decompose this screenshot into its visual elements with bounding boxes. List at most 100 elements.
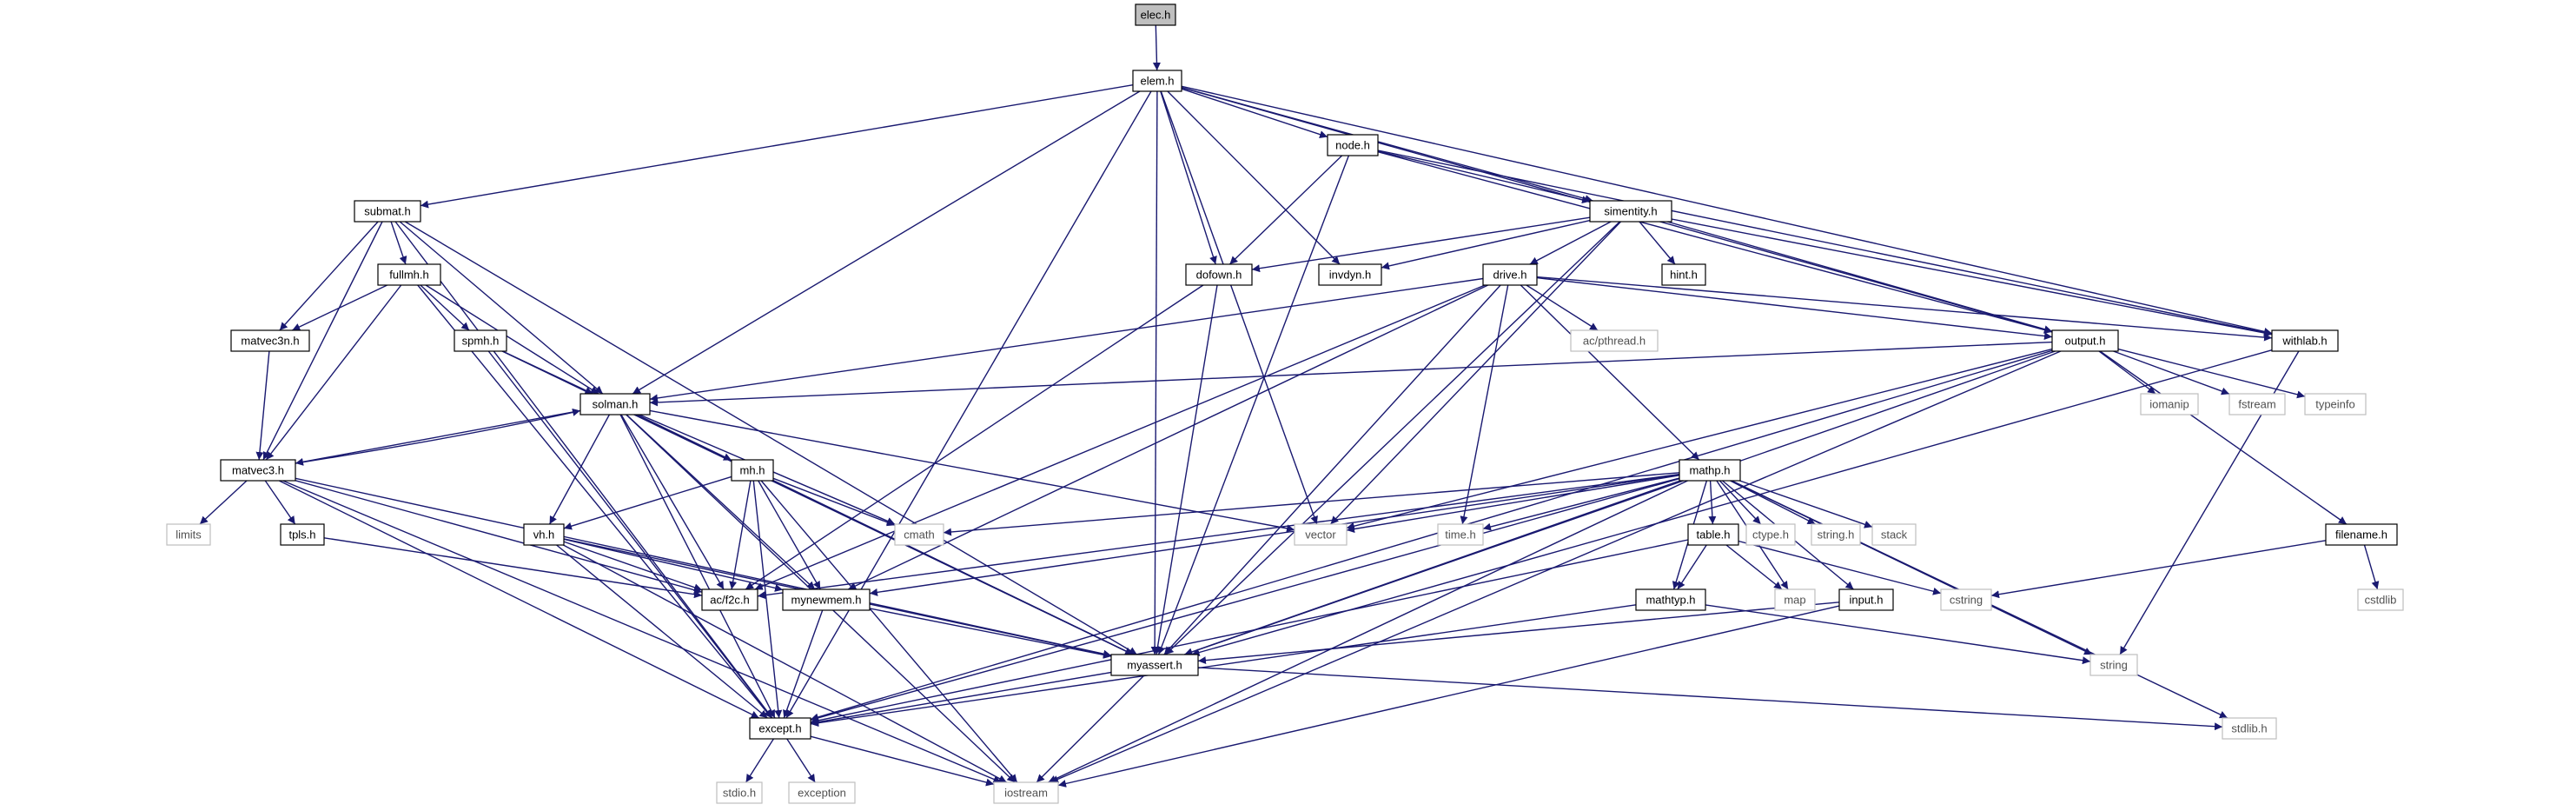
node-spmh[interactable]: spmh.h	[454, 329, 507, 352]
node-mathtyp[interactable]: mathtyp.h	[1635, 588, 1706, 611]
edge-except-to-exception	[786, 738, 816, 783]
node-box-matvec3n	[230, 329, 310, 352]
edge-output-to-solman	[649, 341, 2053, 407]
node-box-pthread	[1570, 329, 1659, 352]
node-mh[interactable]: mh.h	[731, 459, 774, 482]
edge-filename-to-cstdlib	[2363, 544, 2380, 590]
edge-tpls-to-f2c	[323, 537, 703, 599]
node-mynewmem[interactable]: mynewmem.h	[782, 588, 871, 611]
edge-except-to-stdio	[745, 738, 774, 783]
node-node[interactable]: node.h	[1327, 134, 1379, 156]
node-stdlib: stdlib.h	[2222, 717, 2277, 740]
node-matvec3n[interactable]: matvec3n.h	[230, 329, 310, 352]
edge-simentity-to-vector	[1329, 221, 1622, 525]
node-iostream: iostream	[993, 781, 1059, 804]
node-filename[interactable]: filename.h	[2325, 523, 2398, 546]
node-box-except	[749, 717, 811, 740]
node-label-invdyn: invdyn.h	[1329, 269, 1371, 282]
node-label-mynewmem: mynewmem.h	[791, 594, 862, 607]
node-except[interactable]: except.h	[749, 717, 811, 740]
node-box-stringh	[1811, 523, 1861, 546]
node-box-simentity	[1589, 200, 1672, 223]
node-label-cstdlib: cstdlib	[2365, 594, 2397, 607]
node-box-iomanip	[2140, 393, 2199, 415]
node-box-vector	[1294, 523, 1348, 546]
node-box-elem	[1132, 70, 1182, 92]
node-simentity[interactable]: simentity.h	[1589, 200, 1672, 223]
node-mathp[interactable]: mathp.h	[1679, 459, 1741, 482]
edge-node-to-dofown	[1228, 155, 1343, 265]
node-submat[interactable]: submat.h	[354, 200, 421, 223]
node-dofown[interactable]: dofown.h	[1185, 263, 1253, 286]
node-label-elem: elem.h	[1140, 75, 1174, 88]
node-elec[interactable]: elec.h	[1135, 3, 1176, 26]
edge-output-to-iomanip	[2098, 350, 2156, 395]
node-input[interactable]: input.h	[1838, 588, 1894, 611]
edge-drive-to-myassert	[1163, 284, 1501, 655]
edge-withlab-to-string	[2119, 350, 2300, 655]
node-box-ctype	[1745, 523, 1796, 546]
edge-submat-to-matvec3	[262, 221, 383, 461]
node-label-vector: vector	[1305, 528, 1336, 542]
node-pthread: ac/pthread.h	[1570, 329, 1659, 352]
node-box-hint	[1661, 263, 1706, 286]
node-fullmh[interactable]: fullmh.h	[377, 263, 441, 286]
node-label-exception: exception	[798, 787, 846, 800]
node-box-filename	[2325, 523, 2398, 546]
edge-matvec3-to-limits	[199, 480, 248, 525]
node-output[interactable]: output.h	[2051, 329, 2119, 352]
node-label-stack: stack	[1881, 528, 1908, 542]
edge-mathp-to-f2c	[757, 473, 1680, 600]
edge-simentity-to-withlab	[1671, 218, 2273, 337]
node-cstring: cstring	[1940, 588, 1992, 611]
edge-dofown-to-myassert	[1154, 284, 1218, 655]
edge-mathp-to-ctype	[1718, 480, 1762, 525]
edge-mathp-to-timeh	[1482, 477, 1680, 531]
node-matvec3[interactable]: matvec3.h	[220, 459, 296, 482]
node-stack: stack	[1871, 523, 1917, 546]
node-box-drive	[1482, 263, 1538, 286]
node-box-tpls	[280, 523, 325, 546]
edge-matvec3n-to-matvec3	[255, 350, 270, 461]
edge-mathp-to-table	[1708, 480, 1717, 525]
node-label-matvec3n: matvec3n.h	[241, 335, 299, 348]
edge-mathp-to-mynewmem	[869, 474, 1680, 596]
node-drive[interactable]: drive.h	[1482, 263, 1538, 286]
node-label-f2c: ac/f2c.h	[710, 594, 750, 607]
edge-layer	[199, 24, 2380, 788]
node-label-limits: limits	[175, 528, 202, 542]
node-vh[interactable]: vh.h	[523, 523, 565, 546]
edge-mathp-to-except	[810, 478, 1680, 722]
node-tpls[interactable]: tpls.h	[280, 523, 325, 546]
node-solman[interactable]: solman.h	[579, 393, 651, 415]
node-box-fstream	[2228, 393, 2286, 415]
node-label-matvec3: matvec3.h	[232, 464, 284, 477]
node-invdyn[interactable]: invdyn.h	[1318, 263, 1382, 286]
node-label-tpls: tpls.h	[288, 528, 315, 542]
node-myassert[interactable]: myassert.h	[1110, 654, 1199, 676]
node-label-hint: hint.h	[1670, 269, 1698, 282]
edge-mh-to-cmath	[772, 477, 896, 527]
node-label-withlab: withlab.h	[2281, 335, 2327, 348]
edge-matvec3-to-iostream	[282, 480, 1002, 783]
edge-output-to-filename	[2099, 350, 2348, 525]
edge-mh-to-iostream	[760, 480, 1018, 783]
node-label-vh: vh.h	[533, 528, 555, 542]
node-label-except: except.h	[758, 722, 801, 735]
node-ctype: ctype.h	[1745, 523, 1796, 546]
node-table[interactable]: table.h	[1687, 523, 1739, 546]
edge-simentity-to-drive	[1529, 221, 1612, 265]
edge-mathtyp-to-except	[810, 604, 1637, 728]
node-hint[interactable]: hint.h	[1661, 263, 1706, 286]
node-stringh: string.h	[1811, 523, 1861, 546]
node-map: map	[1774, 588, 1816, 611]
node-box-mh	[731, 459, 774, 482]
node-f2c[interactable]: ac/f2c.h	[701, 588, 758, 611]
node-elem[interactable]: elem.h	[1132, 70, 1182, 92]
edge-filename-to-cstring	[1990, 540, 2327, 599]
node-withlab[interactable]: withlab.h	[2271, 329, 2339, 352]
edge-solman-to-vh	[548, 414, 611, 525]
node-label-stringh: string.h	[1818, 528, 1855, 542]
node-label-drive: drive.h	[1493, 269, 1526, 282]
